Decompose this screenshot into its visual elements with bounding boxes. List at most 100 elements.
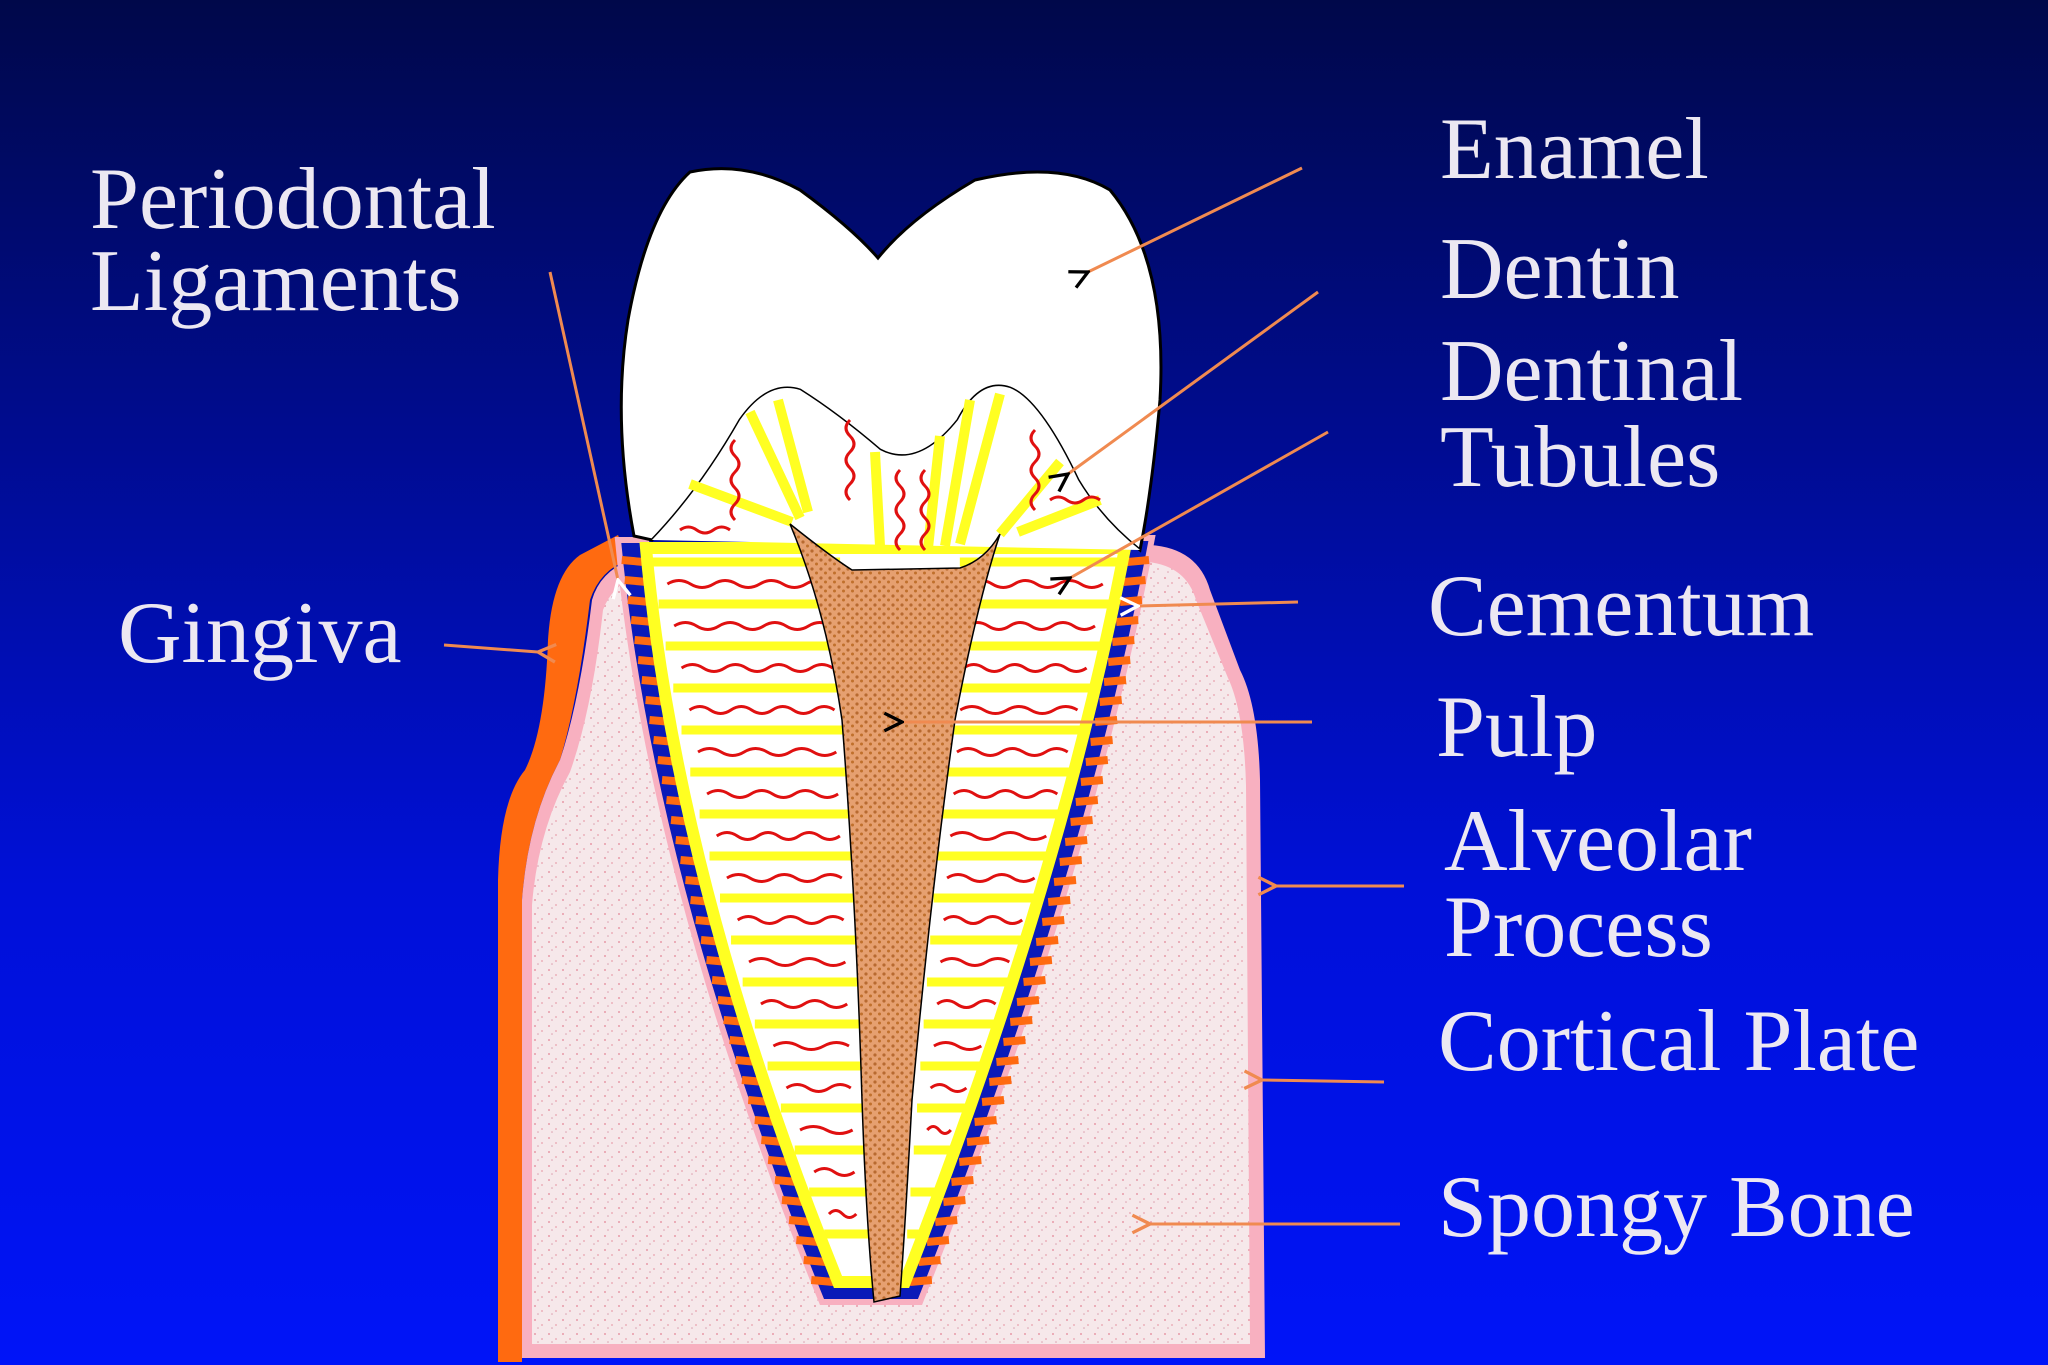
nerve-fiber [942,915,1024,925]
nerve-fiber [748,957,847,967]
gingiva-shape [498,535,628,1362]
leader-cementum [1138,602,1299,606]
nerve-fiber [959,705,1079,715]
pdl-stripe [918,1256,941,1266]
nerve-fiber [688,705,836,715]
label-spongy-bone: Spongy Bone [1438,1159,1915,1256]
nerve-fiber [827,1209,858,1219]
pdl-stripe [1059,856,1083,866]
pdl-stripe [1075,796,1099,806]
pdl-stripe [1023,976,1046,986]
pdl-stripe [981,1096,1005,1106]
nerve-fiber [729,438,741,522]
pdl-stripe [996,1056,1019,1066]
leader-enamel [1088,166,1303,272]
nerve-fiber [962,663,1088,673]
label-alveolar-line1: Alveolar [1444,793,1752,890]
nerve-fiber [933,1041,983,1051]
pdl-stripe [1103,676,1127,686]
pdl-stripe [795,1236,819,1246]
pdl-stripe [1099,696,1123,706]
pdl-stripe [1115,616,1139,626]
pdl-stripe [1111,636,1135,646]
label-alveolar-line2: Process [1444,879,1713,976]
nerve-fiber [952,789,1059,799]
leader-lines [443,166,1404,1224]
nerve-fiber [772,1041,850,1051]
nerve-fiber [673,621,832,631]
nerve-fiber [666,579,830,589]
nerve-fiber [939,957,1011,967]
pdl-stripe [621,556,645,566]
label-dentinal-line2: Tubules [1440,409,1721,506]
leader-dentin [1068,290,1319,474]
pdl-stripe [1053,876,1077,886]
nerve-fiber [697,747,838,757]
pdl-stripe [1035,936,1059,946]
label-periodontal-line2: Ligaments [90,233,462,330]
pdl-stripe [1047,896,1071,906]
crown-tubule [923,435,945,549]
pdl-stripe [1029,956,1053,966]
leader-periodontal [548,271,618,580]
pdl-stripe [810,1276,834,1286]
pdl-stripe [1080,776,1104,786]
label-dentinal-line1: Dentinal [1440,323,1744,420]
pdl-stripe [1090,736,1113,746]
leader-cortical [1262,1080,1385,1082]
nerve-fiber [726,873,843,883]
nerve-fiber [1049,495,1101,505]
crown-tubule [940,399,975,547]
nerve-fiber [956,747,1069,757]
label-gingiva: Gingiva [118,585,402,682]
pdl-stripe [1123,576,1146,586]
pdl-stripe [958,1156,982,1166]
pdl-stripe [788,1216,812,1226]
crown-tubule [745,409,805,521]
label-pulp: Pulp [1436,679,1598,776]
nerve-fiber [760,999,849,1009]
pulp-chamber [789,523,1001,1303]
label-dentin: Dentin [1440,221,1680,318]
pdl-stripe [1126,556,1150,566]
pdl-stripe [1070,816,1093,826]
nerve-fiber [680,663,834,673]
crown-tubule [688,479,794,527]
nerve-fiber [813,1167,856,1177]
nerve-fiber [736,915,845,925]
nerve-fiber [949,831,1048,841]
nerve-fiber [785,1083,852,1093]
nerve-fiber [929,1083,968,1093]
nerve-fiber [844,418,856,502]
pdl-stripe [909,1276,933,1286]
pdl-stripe [934,1216,958,1226]
crown-tubule [1016,495,1102,537]
label-cementum: Cementum [1428,558,1815,655]
pdl-stripe [926,1236,950,1246]
pdl-stripe [974,1116,997,1126]
pdl-stripe [1119,596,1143,606]
pdl-stripe [951,1176,974,1186]
nerve-fibers [666,418,1104,1219]
nerve-fiber [715,831,841,841]
pdl-stripe [1107,656,1131,666]
label-periodontal-line1: Periodontal [90,151,496,248]
nerve-fiber [966,621,1096,631]
pdl-stripe [988,1076,1012,1086]
pdl-stripe [943,1196,966,1206]
crown-tubule [773,398,813,514]
pdl-stripe [1064,836,1088,846]
pdl-stripe [1009,1016,1033,1026]
pdl-stripe [1041,916,1065,926]
nerve-fiber [936,999,997,1009]
nerve-fiber [926,1125,952,1135]
pdl-stripe [1085,756,1109,766]
pdl-stripe [1016,996,1040,1006]
label-cortical-plate: Cortical Plate [1438,993,1920,1090]
pdl-stripe [966,1136,990,1146]
nerve-fiber [1029,428,1041,512]
nerve-fiber [894,468,906,552]
nerve-fiber [919,468,931,552]
label-enamel: Enamel [1440,101,1709,198]
